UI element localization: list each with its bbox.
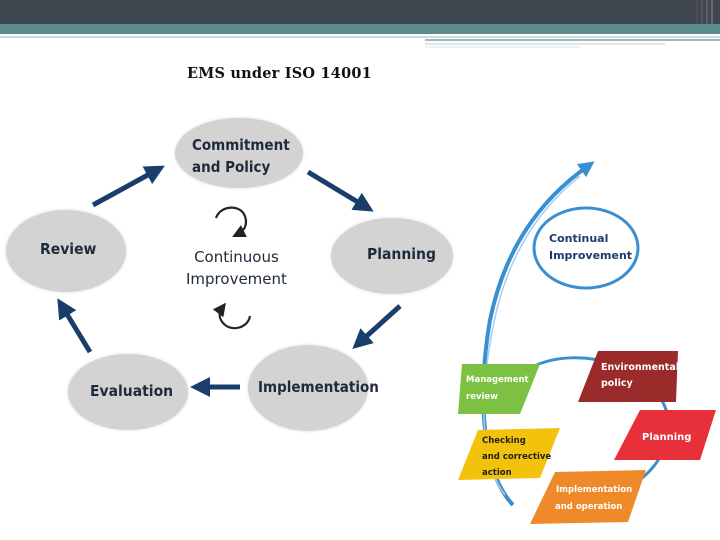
continual-improvement-ellipse (532, 206, 640, 290)
slide-title: EMS under ISO 14001 (187, 65, 372, 82)
checking-line2: and corrective (482, 452, 551, 462)
continual-improvement-line2: Improvement (549, 249, 632, 262)
header-bar (0, 0, 720, 24)
header-accent-bar (0, 24, 720, 34)
arrow-planning-to-implementation (352, 304, 402, 350)
node-implementation-label: Implementation (258, 378, 379, 396)
node-planning-label: Planning (367, 245, 436, 263)
commitment-line2: and Policy (192, 158, 271, 176)
checking-line3: action (482, 468, 512, 478)
planning-line1: Planning (642, 432, 691, 443)
node-evaluation-label: Evaluation (90, 382, 174, 400)
node-implementation (248, 345, 368, 431)
step-planning (614, 410, 716, 460)
node-evaluation (68, 354, 188, 430)
env-policy-line2: policy (601, 378, 633, 389)
step-implementation (530, 470, 646, 524)
node-review-label: Review (40, 240, 97, 258)
step-management-review (458, 364, 540, 414)
node-review (6, 210, 126, 292)
checking-line1: Checking (482, 436, 526, 446)
continual-improvement-line1: Continual (549, 232, 608, 245)
step-checking (458, 428, 560, 480)
node-commitment (175, 118, 303, 188)
node-commitment-label: Commitment and Policy (192, 134, 290, 178)
arrow-evaluation-to-review (57, 298, 93, 354)
env-policy-line1: Environmental (601, 362, 679, 373)
commitment-line1: Commitment (192, 136, 290, 154)
mgmt-review-line1: Management (466, 375, 529, 385)
center-line2: Improvement (186, 270, 287, 288)
cycle-counterclockwise-icon (212, 302, 252, 330)
step-environmental-policy (578, 351, 678, 402)
implementation-line1: Implementation (556, 485, 632, 495)
arrow-review-to-commitment (91, 165, 165, 208)
node-planning (331, 218, 453, 294)
cycle-clockwise-icon (214, 206, 248, 237)
center-line1: Continuous (194, 248, 279, 266)
implementation-line2: and operation (555, 502, 622, 512)
arrow-commitment-to-planning (306, 169, 374, 212)
center-label: Continuous Improvement (186, 246, 287, 290)
mgmt-review-line2: review (466, 392, 498, 402)
